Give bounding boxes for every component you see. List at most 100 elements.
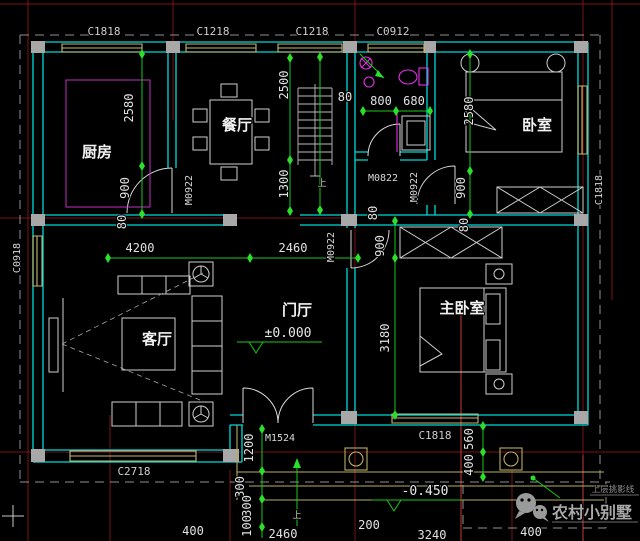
dim-bath-800: 800 [370, 94, 392, 108]
sofa-bottom [111, 401, 183, 427]
door-label-bath: M0822 [368, 173, 398, 184]
eave-dashed-outline [2, 34, 610, 529]
door-label-entry: M1524 [265, 433, 295, 444]
tv-panel [48, 317, 59, 373]
axis-cross-marker [2, 505, 24, 527]
dim-bedroom-2580: 2580 [462, 97, 476, 126]
wechat-eye-4 [540, 508, 544, 512]
window-label-c1218-a: C1218 [196, 25, 229, 38]
arrow-porch-up [293, 458, 301, 468]
tv-sightlines [61, 271, 206, 403]
window-label-c2718: C2718 [117, 465, 150, 478]
dim-porch-300b: 300 [240, 495, 254, 517]
dim-bath-680: 680 [403, 94, 425, 108]
bathroom-sink-cabinet [401, 115, 431, 151]
wall-lines [32, 41, 589, 463]
dim-stair-2500: 2500 [277, 71, 291, 100]
dim-bottom-400b: 400 [520, 525, 542, 539]
window-label-c1818-top: C1818 [87, 25, 120, 38]
dim-bottom-200: 200 [358, 518, 380, 532]
speaker-icon-top [188, 261, 214, 287]
level-terrace: -0.450 [402, 484, 449, 499]
nightstand-top [485, 263, 513, 285]
room-label-bedroom: 卧室 [522, 116, 552, 134]
dim-bottom-2460: 2460 [269, 527, 298, 541]
wechat-bubble-small [533, 505, 547, 519]
level-triangle-terrace [386, 499, 402, 512]
porch-up-mark: 上 [292, 510, 301, 521]
room-label-living: 客厅 [141, 330, 172, 348]
door-label-kitchen: M0922 [184, 175, 195, 205]
sink-cabinet [401, 115, 431, 151]
window-label-c1218-b: C1218 [295, 25, 328, 38]
wardrobe-bedroom [496, 186, 584, 214]
sofa-right [191, 295, 223, 395]
wechat-eye-1 [520, 498, 524, 502]
eave-lines [19, 34, 610, 529]
porch-steps [236, 425, 604, 501]
porch-column-right-core [503, 451, 519, 467]
speaker-icon-bottom [188, 401, 214, 427]
bathroom-fixtures [359, 56, 429, 152]
dim-diamonds [105, 49, 486, 532]
level-triangle-ground [248, 341, 264, 354]
floor-drain-icon [359, 56, 373, 70]
wechat-eye-2 [527, 498, 531, 502]
room-label-foyer: 门厅 [282, 301, 312, 319]
dining-chairs [192, 83, 270, 181]
wechat-eye-3 [535, 508, 539, 512]
door-kitchen [126, 167, 173, 214]
axis-lines-bright [460, 300, 584, 541]
counter-outline [65, 79, 151, 208]
bed2 [465, 71, 563, 153]
level-ground: ±0.000 [265, 326, 312, 341]
stairs [297, 84, 333, 177]
dim-porch-100: 100 [240, 515, 254, 537]
dim-porch-1200: 1200 [242, 434, 256, 463]
dim-kitchen-80: 80 [115, 215, 129, 229]
furniture-living [48, 261, 223, 427]
arrow-bath-leader [375, 70, 384, 78]
room-label-dining: 餐厅 [222, 116, 252, 134]
room-label-kitchen: 厨房 [82, 143, 112, 161]
porch-column-left-core [348, 451, 364, 467]
bed2-pillow-right [546, 53, 566, 73]
window-label-c1818-master: C1818 [418, 429, 451, 442]
kitchen-counter [65, 79, 151, 208]
dimension-markers [105, 49, 536, 532]
dim-porch-300a: 300 [233, 476, 247, 498]
room-label-master: 主卧室 [439, 299, 484, 317]
furniture-bedrooms [399, 53, 584, 395]
furniture-dining [192, 83, 270, 181]
sofa-top [117, 275, 191, 295]
wardrobe-master [399, 226, 503, 259]
dining-table [209, 99, 253, 165]
stair-up-mark: 上 [317, 178, 326, 189]
porch-column-right [499, 447, 523, 471]
toilet-tank-icon [418, 67, 429, 86]
dim-kitchen-900: 900 [118, 177, 132, 199]
watermark-lines [552, 494, 639, 523]
dim-stair-1300: 1300 [277, 170, 291, 199]
dim-step-400: 400 [462, 454, 476, 476]
wechat-tail-small [542, 517, 549, 522]
door-master [350, 229, 390, 269]
watermark-brand: 农村小别墅 [551, 503, 632, 522]
dim-kitchen-2580: 2580 [122, 94, 136, 123]
dim-master-3180: 3180 [378, 324, 392, 353]
dim-mid-2460: 2460 [279, 241, 308, 255]
walls [32, 41, 589, 463]
coffee-table [121, 317, 176, 371]
wechat-bubble-large [516, 493, 536, 513]
basin-icon [363, 76, 375, 88]
dim-bedroom-80: 80 [457, 218, 471, 232]
door-bedroom [416, 165, 456, 205]
window-frames [32, 43, 588, 462]
labels: C1818 C1218 C1218 C0912 C0918 C1818 C271… [11, 24, 606, 541]
door-label-bedroom: M0922 [409, 172, 420, 202]
nightstand-bottom [485, 373, 513, 395]
wechat-icon [515, 493, 549, 522]
window-label-c0918-left: C0918 [12, 243, 23, 273]
dim-bottom-3240: 3240 [418, 528, 447, 541]
